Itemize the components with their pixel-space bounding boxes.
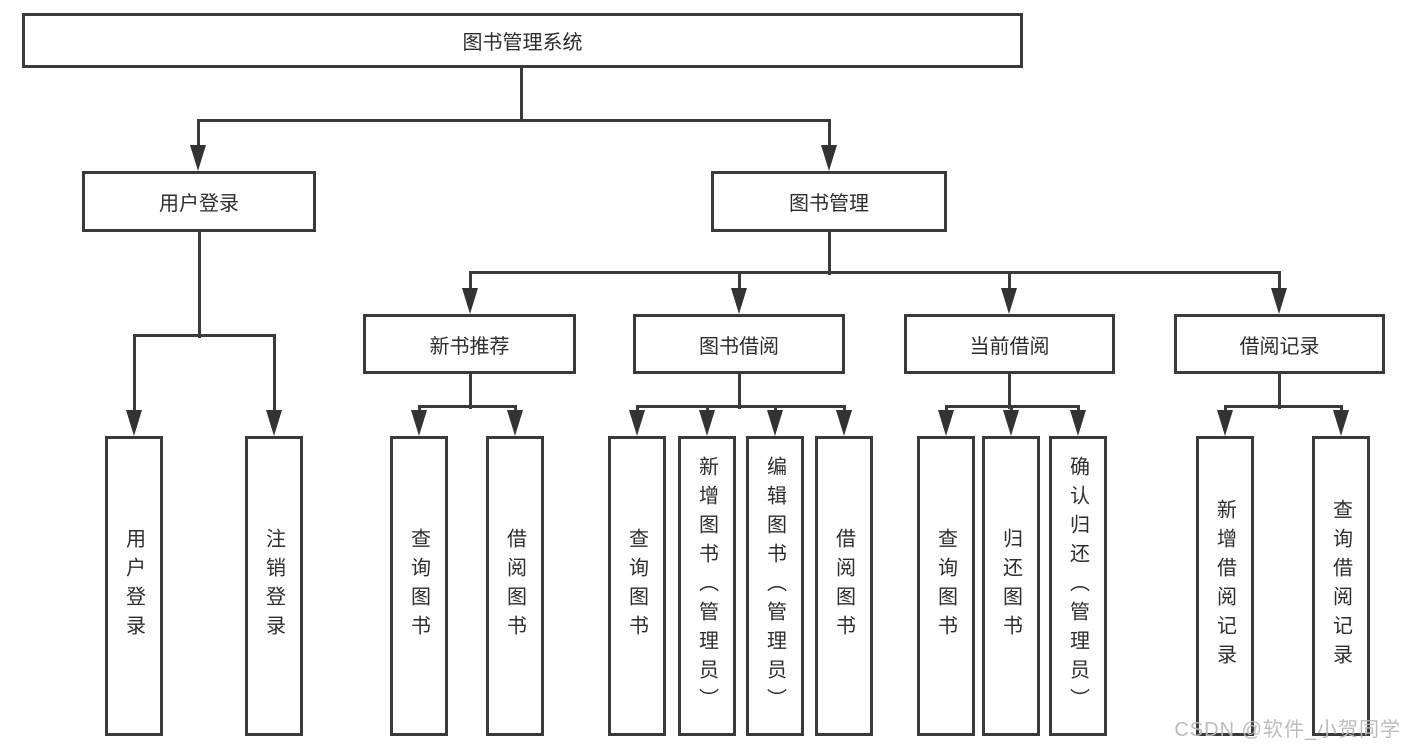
node-book-borrow: 图书借阅 [633,314,845,374]
leaf-label: 归还图书 [999,528,1022,644]
leaf-label: 新增借阅记录 [1213,499,1236,673]
connector-line [519,68,523,121]
node-borrow-records-label: 借阅记录 [1239,335,1320,358]
leaf-label: 借阅图书 [503,528,526,644]
leaf-label: 用户登录 [122,528,145,644]
arrowhead-down-icon [629,410,645,436]
connector-line [635,404,846,408]
arrowhead-down-icon [731,288,747,314]
node-leaf-logout: 注销登录 [245,436,303,736]
csdn-watermark: CSDN @软件_小贺同学 [1174,719,1401,741]
connector-line [1223,404,1343,408]
node-root-label: 图书管理系统 [462,32,583,54]
connector-line [1007,272,1011,292]
node-book-management-label: 图书管理 [789,193,869,215]
arrowhead-down-icon [126,410,142,436]
leaf-label: 编辑图书（管理员） [763,455,786,717]
arrowhead-down-icon [462,288,478,314]
connector-line [1277,374,1281,409]
connector-line [1007,374,1011,409]
arrowhead-down-icon [1003,410,1019,436]
node-leaf-query-books-2: 查询图书 [608,436,666,736]
node-user-login: 用户登录 [82,171,316,232]
node-book-management: 图书管理 [711,171,947,232]
arrowhead-down-icon [1070,410,1086,436]
connector-line [827,232,831,275]
arrowhead-down-icon [699,410,715,436]
node-user-login-label: 用户登录 [159,193,239,215]
connector-line [132,333,276,337]
node-leaf-query-books-1: 查询图书 [390,436,448,736]
arrowhead-down-icon [1271,288,1287,314]
node-leaf-borrow-books-2: 借阅图书 [815,436,873,736]
leaf-label: 新增图书（管理员） [695,455,718,717]
node-borrow-records: 借阅记录 [1174,314,1385,374]
arrowhead-down-icon [190,145,206,171]
leaf-label: 查询图书 [625,528,648,644]
arrowhead-down-icon [1217,410,1233,436]
node-leaf-user-login: 用户登录 [105,436,163,736]
arrowhead-down-icon [507,410,523,436]
arrowhead-down-icon [821,145,837,171]
leaf-label: 查询图书 [934,528,957,644]
arrowhead-down-icon [1001,288,1017,314]
node-leaf-edit-books-admin: 编辑图书（管理员） [746,436,804,736]
node-leaf-query-borrow-record: 查询借阅记录 [1312,436,1370,736]
leaf-label: 查询借阅记录 [1329,499,1352,673]
arrowhead-down-icon [1333,410,1349,436]
leaf-label: 查询图书 [407,528,430,644]
connector-line [132,335,136,414]
arrowhead-down-icon [767,410,783,436]
leaf-label: 借阅图书 [832,528,855,644]
node-new-book-recommend-label: 新书推荐 [429,335,510,358]
leaf-label: 确认归还（管理员） [1066,455,1089,717]
connector-line [468,374,472,409]
node-current-borrow: 当前借阅 [904,314,1115,374]
node-book-borrow-label: 图书借阅 [699,335,779,358]
node-leaf-add-borrow-record: 新增借阅记录 [1196,436,1254,736]
connector-line [737,272,741,292]
connector-line [417,404,517,408]
arrowhead-down-icon [836,410,852,436]
node-new-book-recommend: 新书推荐 [363,314,576,374]
node-leaf-borrow-books-1: 借阅图书 [486,436,544,736]
connector-line [1277,272,1281,292]
connector-line [196,118,831,122]
connector-line [197,232,201,338]
connector-line [272,335,276,414]
arrowhead-down-icon [411,410,427,436]
connector-line [737,374,741,409]
node-root: 图书管理系统 [22,13,1023,68]
leaf-label: 注销登录 [262,528,285,644]
node-leaf-query-books-3: 查询图书 [917,436,975,736]
connector-line [196,120,200,149]
node-leaf-confirm-return-admin: 确认归还（管理员） [1049,436,1107,736]
node-leaf-add-books-admin: 新增图书（管理员） [678,436,736,736]
connector-line [468,270,1281,274]
arrowhead-down-icon [938,410,954,436]
node-leaf-return-books: 归还图书 [982,436,1040,736]
connector-line [827,120,831,149]
node-current-borrow-label: 当前借阅 [969,335,1050,358]
arrowhead-down-icon [266,410,282,436]
connector-line [468,272,472,292]
connector-line [944,404,1080,408]
